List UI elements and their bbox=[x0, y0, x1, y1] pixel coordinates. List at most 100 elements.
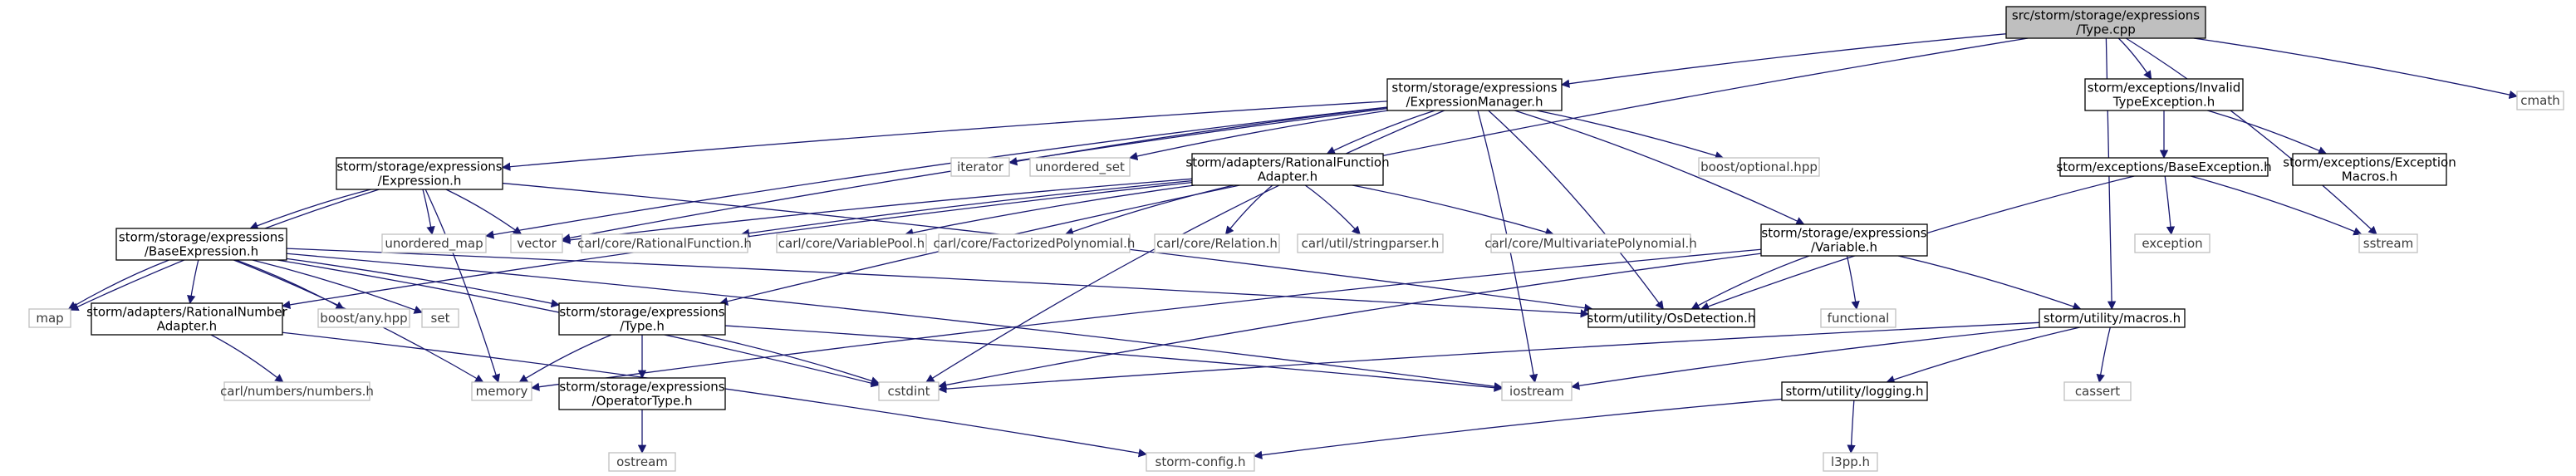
node-box bbox=[2063, 381, 2132, 401]
edge-variable-to-memory bbox=[530, 248, 1762, 391]
node-box bbox=[2039, 308, 2186, 328]
node-label-line: /OperatorType.h bbox=[592, 394, 693, 409]
edge-baseexpr-to-osdetect bbox=[286, 248, 1590, 318]
node-label-line: storm/storage/expressions bbox=[559, 305, 724, 320]
edge-baseexpr-to-ratnumadapter bbox=[187, 259, 199, 305]
edge-root-to-exprmgr bbox=[1560, 33, 2007, 88]
edge-expression-to-baseexpr bbox=[249, 189, 371, 230]
edge-typeh-to-cstdint bbox=[699, 334, 880, 385]
node-baseexpr[interactable]: storm/storage/expressions/BaseExpression… bbox=[115, 228, 287, 261]
node-numbers: carl/numbers/numbers.h bbox=[220, 381, 374, 401]
node-iostream: iostream bbox=[1501, 381, 1573, 401]
node-label-line: storm/adapters/RationalNumber bbox=[86, 305, 287, 320]
edge-expression-to-vector bbox=[445, 189, 523, 235]
node-label-line: carl/core/FactorizedPolynomial.h bbox=[934, 236, 1136, 251]
node-exprmgr[interactable]: storm/storage/expressions/ExpressionMana… bbox=[1386, 78, 1563, 111]
node-label-line: /Expression.h bbox=[378, 174, 462, 189]
node-label-line: carl/numbers/numbers.h bbox=[220, 384, 374, 399]
node-functional: functional bbox=[1820, 308, 1896, 328]
node-cmath: cmath bbox=[2516, 91, 2564, 110]
node-label-line: boost/any.hpp bbox=[320, 311, 407, 326]
node-label-line: boost/optional.hpp bbox=[1700, 159, 1818, 174]
edge-baseexpr-to-typeh bbox=[286, 258, 561, 308]
node-label-line: carl/core/RationalFunction.h bbox=[577, 236, 752, 251]
edge-variable-to-functional bbox=[1846, 255, 1860, 311]
node-box bbox=[1297, 233, 1444, 253]
node-osdetect[interactable]: storm/utility/OsDetection.h bbox=[1587, 308, 1756, 328]
node-root[interactable]: src/storm/storage/expressions/Type.cpp bbox=[2005, 6, 2206, 39]
edge-macros-to-logging bbox=[1886, 326, 2080, 384]
node-optype[interactable]: storm/storage/expressions/OperatorType.h bbox=[558, 377, 726, 410]
edge-exprmgr-to-osdetect bbox=[1488, 110, 1664, 310]
edge-ratfuncadapter-to-relation bbox=[1224, 184, 1273, 235]
edge-macros-to-iostream bbox=[1570, 326, 2041, 390]
node-box bbox=[1191, 153, 1384, 186]
edge-exprmgr-to-unordered_map bbox=[484, 106, 1388, 239]
node-baseexc[interactable]: storm/exceptions/BaseException.h bbox=[2056, 157, 2272, 177]
node-box bbox=[558, 302, 726, 336]
node-typeh[interactable]: storm/storage/expressions/Type.h bbox=[558, 302, 726, 336]
node-box bbox=[581, 233, 748, 253]
edge-logging-to-l3pp bbox=[1847, 400, 1856, 454]
node-cstdint: cstdint bbox=[878, 381, 940, 401]
node-label-line: map bbox=[36, 311, 63, 326]
edge-ratfuncadapter-to-multipoly bbox=[1352, 184, 1554, 237]
node-box bbox=[2358, 233, 2418, 253]
edge-macros-to-cstdint bbox=[937, 321, 2040, 394]
node-multipoly: carl/core/MultivariatePolynomial.h bbox=[1484, 233, 1697, 253]
node-label-line: cstdint bbox=[887, 384, 930, 399]
node-label-line: memory bbox=[476, 384, 528, 399]
node-relation: carl/core/Relation.h bbox=[1154, 233, 1280, 253]
node-macros[interactable]: storm/utility/macros.h bbox=[2039, 308, 2186, 328]
edge-exprmgr-to-ratfuncadapter bbox=[1326, 110, 1435, 155]
node-label-line: storm/exceptions/Exception bbox=[2283, 155, 2456, 170]
node-variable[interactable]: storm/storage/expressions/Variable.h bbox=[1760, 223, 1928, 257]
node-box bbox=[317, 308, 410, 328]
node-label-line: /ExpressionManager.h bbox=[1406, 95, 1543, 110]
edge-variable-to-macros bbox=[1898, 255, 2082, 311]
node-expression[interactable]: storm/storage/expressions/Expression.h bbox=[336, 157, 503, 190]
node-box bbox=[2292, 153, 2447, 186]
edge-ratnumadapter-to-numbers bbox=[210, 334, 284, 383]
node-box bbox=[776, 233, 927, 253]
node-label-line: unordered_set bbox=[1035, 159, 1125, 175]
node-label-line: storm-config.h bbox=[1156, 454, 1246, 469]
edge-exprmgr-to-unordered_set bbox=[1128, 110, 1389, 161]
node-label-line: iterator bbox=[957, 159, 1004, 174]
edge-exprmgr-to-optional bbox=[1536, 110, 1725, 160]
node-label-line: storm/storage/expressions bbox=[1761, 226, 1926, 241]
node-label-line: ostream bbox=[616, 454, 668, 469]
node-logging[interactable]: storm/utility/logging.h bbox=[1781, 381, 1928, 401]
node-box bbox=[2005, 6, 2206, 39]
node-unordered_set: unordered_set bbox=[1029, 157, 1131, 177]
node-sstream: sstream bbox=[2358, 233, 2418, 253]
node-label-line: storm/storage/expressions bbox=[336, 159, 502, 174]
edge-expression-to-memory bbox=[424, 189, 500, 383]
node-label-line: TypeException.h bbox=[2112, 95, 2215, 110]
node-box bbox=[421, 308, 459, 328]
node-label-line: cassert bbox=[2075, 384, 2120, 399]
node-label-line: sstream bbox=[2363, 236, 2413, 251]
node-box bbox=[2084, 78, 2244, 111]
edge-root-to-cmath bbox=[2193, 37, 2519, 100]
node-box bbox=[558, 377, 726, 410]
node-set: set bbox=[421, 308, 459, 328]
edge-exprmgr-to-cstdint bbox=[925, 110, 1445, 383]
node-strparser: carl/util/stringparser.h bbox=[1297, 233, 1444, 253]
node-label-line: /BaseExpression.h bbox=[145, 244, 258, 259]
node-carlratfunc: carl/core/RationalFunction.h bbox=[577, 233, 752, 253]
node-label-line: unordered_map bbox=[385, 236, 483, 252]
node-box bbox=[336, 157, 503, 190]
node-memory: memory bbox=[471, 381, 532, 401]
node-box bbox=[2059, 157, 2269, 177]
node-box bbox=[1587, 308, 1755, 328]
node-label-line: carl/core/MultivariatePolynomial.h bbox=[1484, 236, 1697, 251]
node-label-line: Macros.h bbox=[2342, 169, 2398, 184]
node-box bbox=[1154, 233, 1280, 253]
node-box bbox=[28, 308, 71, 328]
